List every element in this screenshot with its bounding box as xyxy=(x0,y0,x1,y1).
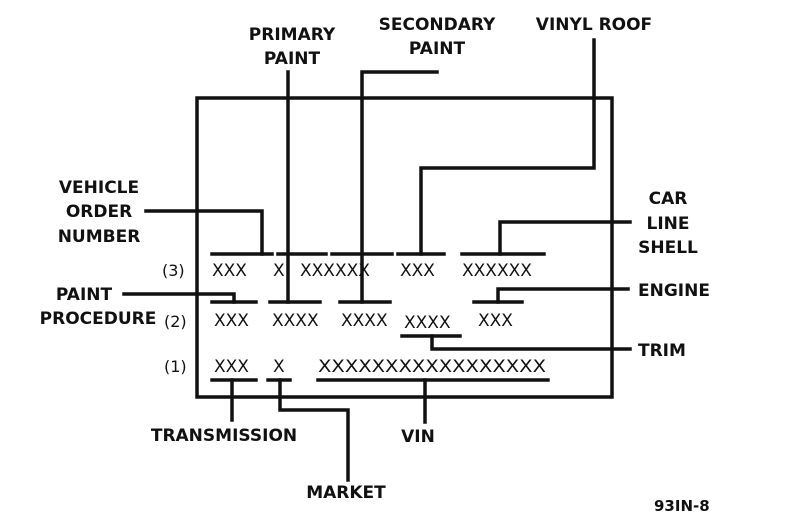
engine-label: ENGINE xyxy=(638,281,710,301)
vehicle-order-number-label-line1: VEHICLE xyxy=(59,178,139,198)
paint-procedure-label-line1: PAINT xyxy=(56,285,113,305)
vinyl-roof-label: VINYL ROOF xyxy=(536,15,652,35)
figure-id: 93IN-8 xyxy=(654,497,710,515)
row3-field-4: XXX xyxy=(400,261,435,281)
row2-field-5: XXX xyxy=(478,311,513,331)
car-line-shell-label-line2: LINE xyxy=(647,214,690,234)
row2-field-1: XXX xyxy=(214,311,249,331)
secondary-paint-label-line2: PAINT xyxy=(409,39,466,59)
plate-outline xyxy=(195,96,614,399)
secondary-paint-label-line1: SECONDARY xyxy=(379,15,496,35)
trim-label: TRIM xyxy=(638,341,686,361)
row1-field-1: XXX xyxy=(214,357,249,377)
row3-field-5: XXXXXX xyxy=(462,261,532,281)
row-number-1: (1) xyxy=(164,357,187,376)
row2-field-2: XXXX xyxy=(272,311,319,331)
row3-field-3: XXXXXX xyxy=(300,261,370,281)
vin-label: VIN xyxy=(401,427,435,447)
car-line-shell-label-line3: SHELL xyxy=(638,238,698,258)
vehicle-order-number-label-line3: NUMBER xyxy=(58,227,141,247)
row3-field-2: X xyxy=(273,261,285,281)
car-line-shell-label-line1: CAR xyxy=(649,189,688,209)
row1-field-2: X xyxy=(273,357,285,377)
transmission-label: TRANSMISSION xyxy=(151,426,297,446)
market-label: MARKET xyxy=(306,483,386,503)
row-number-2: (2) xyxy=(164,312,187,331)
primary-paint-label-line2: PAINT xyxy=(264,49,321,69)
row-number-3: (3) xyxy=(162,261,185,280)
leader-lines xyxy=(122,38,632,482)
row3-field-1: XXX xyxy=(212,261,247,281)
primary-paint-label-line1: PRIMARY xyxy=(249,25,336,45)
paint-procedure-label-line2: PROCEDURE xyxy=(40,309,157,329)
vehicle-order-number-label-line2: ORDER xyxy=(66,202,132,222)
row2-field-3: XXXX xyxy=(341,311,388,331)
row2-field-4: XXXX xyxy=(404,313,451,333)
row1-field-3: XXXXXXXXXXXXXXXXX xyxy=(318,357,546,377)
